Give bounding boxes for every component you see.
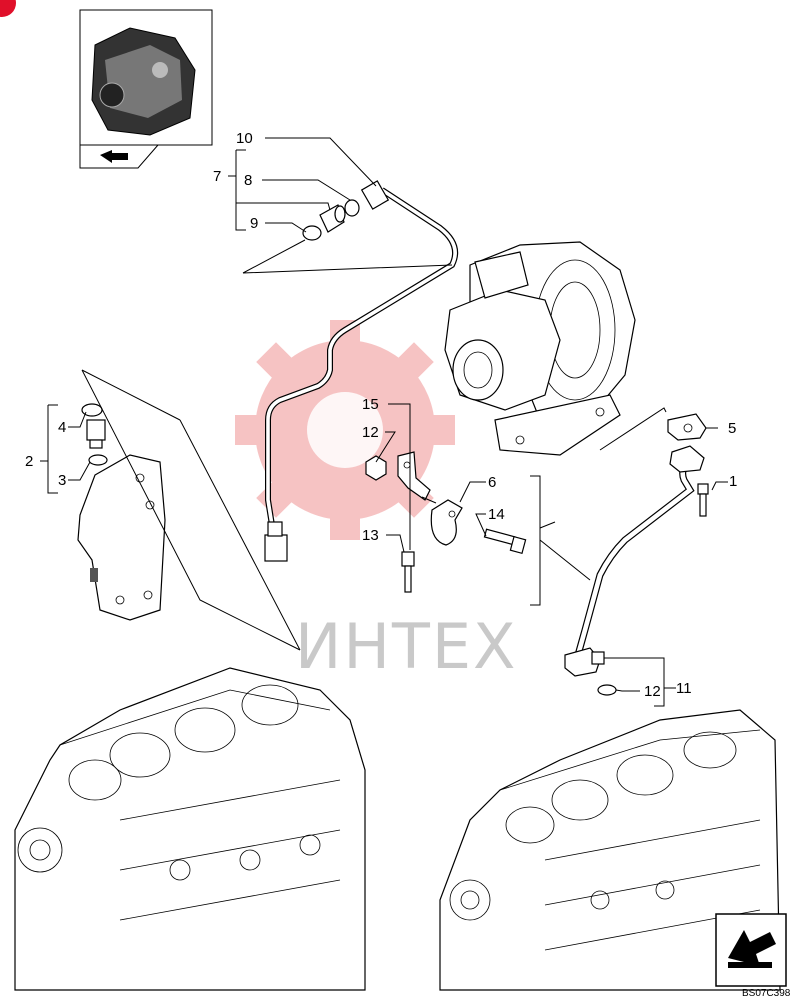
engine-thumbnail: [79, 9, 213, 169]
callout-12-right: 12: [644, 683, 661, 700]
callout-12-middle: 12: [362, 424, 379, 441]
callout-7: 7: [213, 168, 221, 185]
pipe-nut-top: [360, 180, 390, 210]
bolt-14: [483, 528, 527, 555]
callout-8: 8: [244, 172, 252, 189]
callout-3: 3: [58, 472, 66, 489]
callout-15: 15: [362, 396, 379, 413]
fitting-11: [564, 647, 605, 677]
adapter-9: [319, 204, 346, 233]
callout-6: 6: [488, 474, 496, 491]
engine-block-right: [439, 709, 781, 991]
next-page-box[interactable]: [715, 913, 787, 987]
drawing-code: BS07C398: [742, 988, 791, 999]
oil-drain-pipe: [574, 457, 695, 656]
callout-2: 2: [25, 453, 33, 470]
seal-ring-12: [597, 684, 617, 696]
callout-13: 13: [362, 527, 379, 544]
bracket-15: [397, 451, 431, 501]
callout-10: 10: [236, 130, 253, 147]
bolt-13: [401, 551, 415, 593]
callout-4: 4: [58, 419, 66, 436]
pipe-nut-bottom: [264, 534, 288, 562]
arrow-icon: [100, 150, 128, 163]
watermark-gear-hole: [307, 392, 383, 468]
nut-12: [365, 455, 387, 481]
gasket-5: [667, 413, 707, 441]
bolt-1: [697, 483, 709, 517]
watermark-text: ИНТЕХ: [295, 610, 518, 683]
seal-ring-8: [344, 199, 360, 217]
next-arrow-icon: [728, 930, 776, 966]
engine-block-left: [14, 667, 366, 991]
plug-2: [86, 419, 106, 449]
callout-1: 1: [729, 473, 737, 490]
callout-14: 14: [488, 506, 505, 523]
callout-9: 9: [250, 215, 258, 232]
callout-11: 11: [676, 680, 692, 697]
cover-plate: [77, 454, 166, 621]
turbocharger: [444, 241, 636, 456]
callout-5: 5: [728, 420, 736, 437]
seal-ring-3: [88, 454, 108, 466]
corner-mark: [0, 0, 16, 17]
leader-lines: [40, 137, 728, 707]
seal-ring-9: [302, 225, 322, 241]
clamp-6: [430, 499, 463, 546]
